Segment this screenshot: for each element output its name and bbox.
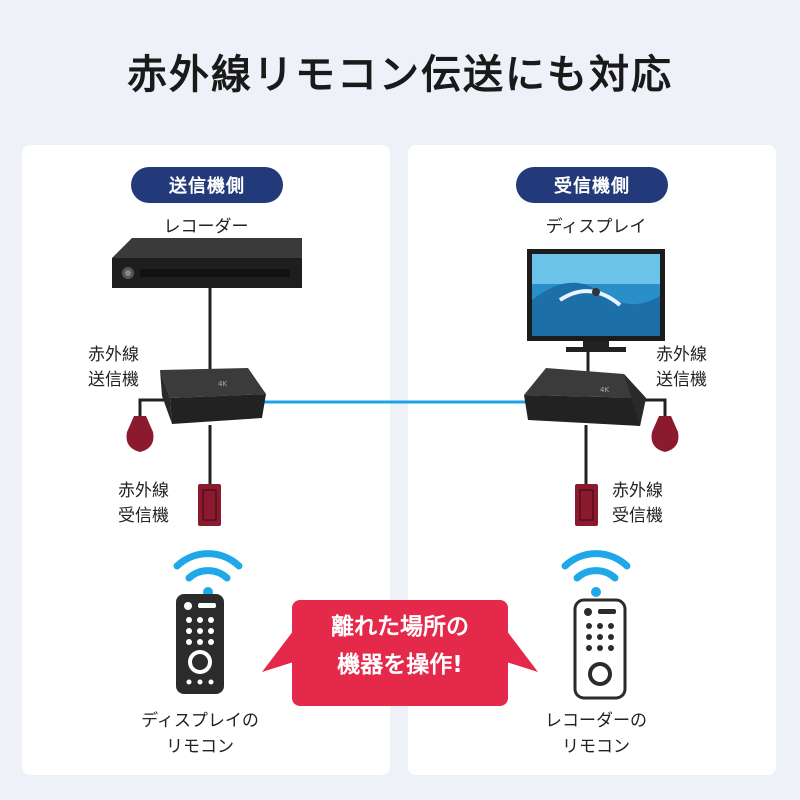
wifi-signal-icon: [561, 550, 631, 597]
ir-transmitter-label-line: 送信機: [656, 370, 707, 390]
ir-transmitter-label-line: 赤外線: [656, 345, 707, 365]
svg-text:4K: 4K: [218, 380, 227, 388]
ir-receiver-label-line: 受信機: [612, 506, 663, 526]
svg-text:4K: 4K: [600, 386, 609, 394]
ir-receiver-icon: [198, 484, 221, 526]
sender-side-badge: 送信機側: [131, 167, 283, 203]
remote-label-line: ディスプレイの: [141, 711, 259, 731]
ir-receiver-label-line: 受信機: [118, 506, 169, 526]
extender-unit-icon: 4K: [524, 368, 646, 426]
callout-line: 離れた場所の: [331, 614, 469, 640]
remote-label-line: リモコン: [562, 737, 630, 757]
callout-text: 離れた場所の 機器を操作!: [306, 608, 494, 684]
ir-receiver-icon: [575, 484, 598, 526]
ir-transmitter-label-line: 送信機: [88, 370, 139, 390]
receiver-side-badge: 受信機側: [516, 167, 668, 203]
display-label: ディスプレイ: [545, 217, 647, 237]
callout-bubble: [262, 600, 538, 706]
ir-transmitter-label-left: 赤外線 送信機: [88, 343, 139, 393]
ir-transmitter-icon: [126, 416, 154, 452]
ir-transmitter-icon: [651, 416, 679, 452]
extender-unit-icon: 4K: [160, 368, 266, 424]
recorder-label: レコーダー: [163, 217, 249, 237]
ir-receiver-label-line: 赤外線: [612, 481, 663, 501]
remote-control-icon: [176, 594, 224, 694]
remote-label-line: レコーダーの: [545, 711, 647, 731]
recorder-remote-label: レコーダーの リモコン: [496, 708, 696, 760]
remote-control-icon: [573, 598, 627, 700]
wifi-signal-icon: [173, 550, 243, 597]
ir-transmitter-label-line: 赤外線: [88, 345, 139, 365]
display-remote-label: ディスプレイの リモコン: [100, 708, 300, 760]
tv-icon: [527, 249, 665, 352]
ir-receiver-label-left: 赤外線 受信機: [118, 479, 169, 529]
callout-line: 機器を操作!: [337, 652, 463, 678]
ir-receiver-label-right: 赤外線 受信機: [612, 479, 663, 529]
recorder-icon: [112, 238, 302, 288]
page-title: 赤外線リモコン伝送にも対応: [127, 52, 673, 98]
ir-transmitter-label-right: 赤外線 送信機: [656, 343, 707, 393]
ir-receiver-label-line: 赤外線: [118, 481, 169, 501]
remote-label-line: リモコン: [166, 737, 234, 757]
